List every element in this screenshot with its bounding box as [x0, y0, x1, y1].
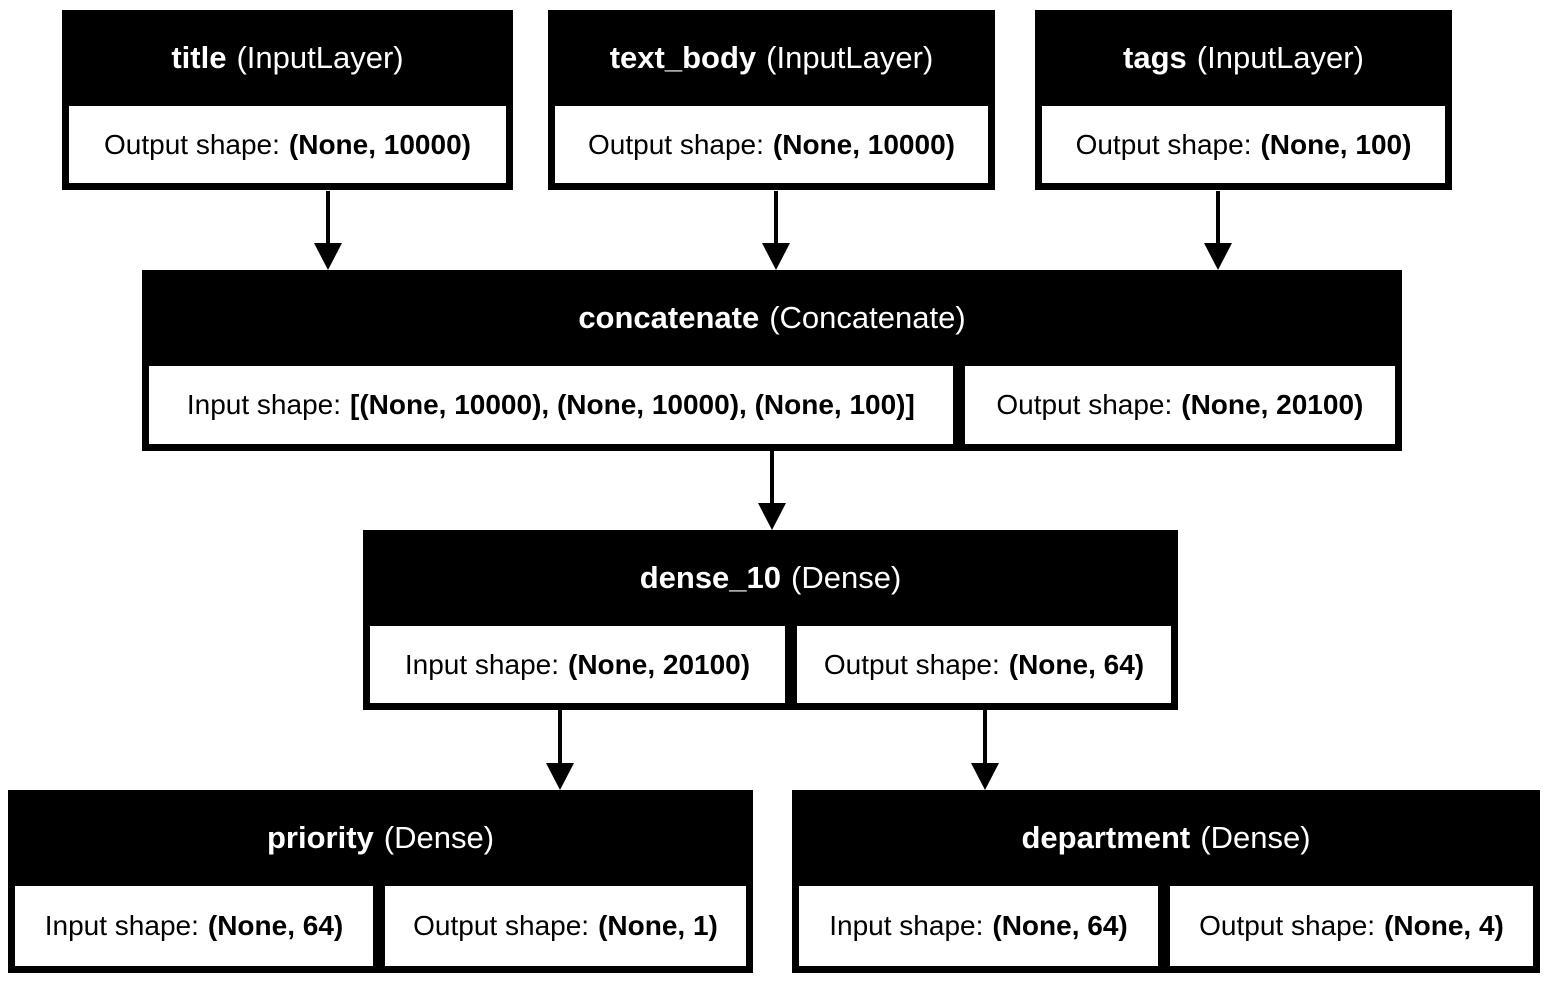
shape-value: (None, 10000): [288, 128, 471, 160]
edge-concatenate-to-dense-10-arrow: [770, 451, 774, 503]
layer-name: department: [1021, 820, 1191, 855]
shape-cells: Output shape: (None, 100): [1042, 106, 1445, 183]
layer-node-tags: tags (InputLayer) Output shape: (None, 1…: [1035, 10, 1452, 190]
shape-cells: Output shape: (None, 10000): [555, 106, 988, 183]
shape-label: Input shape:: [186, 389, 341, 420]
layer-node-header: dense_10 (Dense): [363, 530, 1178, 626]
input-shape-cell: Input shape: (None, 64): [15, 886, 373, 966]
shape-value: (None, 100): [1260, 128, 1412, 160]
layer-name: dense_10: [639, 560, 782, 595]
layer-node-header: priority (Dense): [8, 790, 753, 886]
layer-name: concatenate: [578, 300, 760, 335]
input-shape-cell: Input shape: (None, 64): [799, 886, 1158, 966]
shape-label: Input shape:: [404, 648, 559, 680]
layer-node-dense-10: dense_10 (Dense) Input shape: (None, 201…: [363, 530, 1178, 710]
shape-value: [(None, 10000), (None, 10000), (None, 10…: [350, 389, 915, 420]
layer-name: tags: [1123, 40, 1187, 75]
shape-label: Output shape:: [413, 910, 590, 941]
edge-dense-10-to-priority-arrow: [558, 710, 562, 763]
shape-label: Output shape:: [104, 128, 280, 160]
layer-node-header: title (InputLayer): [62, 10, 513, 106]
layer-node-priority: priority (Dense) Input shape: (None, 64)…: [8, 790, 753, 973]
output-shape-cell: Output shape: (None, 64): [796, 626, 1171, 703]
input-shape-cell: Input shape: (None, 20100): [370, 626, 785, 703]
layer-class: (Dense): [791, 560, 902, 595]
shape-cells: Input shape: [(None, 10000), (None, 1000…: [149, 366, 1395, 444]
shape-value: (None, 1): [598, 910, 718, 941]
shape-value: (None, 20100): [568, 648, 751, 680]
shape-label: Input shape:: [829, 910, 984, 941]
layer-name: text_body: [609, 40, 757, 75]
shape-label: Output shape:: [588, 128, 764, 160]
layer-node-header: tags (InputLayer): [1035, 10, 1452, 106]
layer-class: (InputLayer): [236, 40, 404, 75]
layer-class: (InputLayer): [766, 40, 934, 75]
layer-node-department: department (Dense) Input shape: (None, 6…: [792, 790, 1540, 973]
shape-label: Output shape:: [1199, 910, 1376, 941]
shape-cells: Output shape: (None, 10000): [69, 106, 506, 183]
shape-label: Output shape:: [1075, 128, 1252, 160]
output-shape-cell: Output shape: (None, 1): [385, 886, 746, 966]
input-shape-cell: Input shape: [(None, 10000), (None, 1000…: [149, 366, 953, 444]
edge-text-body-to-concatenate-arrow: [774, 191, 778, 243]
shape-value: (None, 10000): [772, 128, 955, 160]
output-shape-cell: Output shape: (None, 20100): [964, 366, 1395, 444]
layer-node-header: concatenate (Concatenate): [142, 270, 1402, 366]
shape-value: (None, 4): [1384, 910, 1504, 941]
layer-node-header: text_body (InputLayer): [548, 10, 995, 106]
shape-value: (None, 64): [992, 910, 1128, 941]
shape-label: Input shape:: [44, 910, 199, 941]
layer-node-header: department (Dense): [792, 790, 1540, 886]
output-shape-cell: Output shape: (None, 100): [1042, 106, 1445, 183]
edge-tags-to-concatenate-arrow: [1216, 191, 1220, 243]
shape-cells: Input shape: (None, 20100) Output shape:…: [370, 626, 1171, 703]
layer-class: (Dense): [1200, 820, 1311, 855]
layer-class: (InputLayer): [1196, 40, 1364, 75]
output-shape-cell: Output shape: (None, 4): [1170, 886, 1533, 966]
layer-name: priority: [266, 820, 374, 855]
shape-value: (None, 64): [207, 910, 344, 941]
layer-node-concatenate: concatenate (Concatenate) Input shape: […: [142, 270, 1402, 451]
output-shape-cell: Output shape: (None, 10000): [555, 106, 988, 183]
edge-title-to-concatenate-arrow: [326, 191, 330, 243]
layer-name: title: [171, 40, 227, 75]
edge-dense-10-to-department-arrow: [983, 710, 987, 763]
layer-node-text-body: text_body (InputLayer) Output shape: (No…: [548, 10, 995, 190]
shape-value: (None, 64): [1008, 648, 1145, 680]
shape-cells: Input shape: (None, 64) Output shape: (N…: [799, 886, 1533, 966]
shape-label: Output shape:: [996, 389, 1173, 420]
layer-class: (Concatenate): [769, 300, 966, 335]
shape-value: (None, 20100): [1181, 389, 1364, 420]
shape-cells: Input shape: (None, 64) Output shape: (N…: [15, 886, 746, 966]
output-shape-cell: Output shape: (None, 10000): [69, 106, 506, 183]
layer-class: (Dense): [383, 820, 495, 855]
layer-node-title: title (InputLayer) Output shape: (None, …: [62, 10, 513, 190]
shape-label: Output shape:: [823, 648, 1000, 680]
